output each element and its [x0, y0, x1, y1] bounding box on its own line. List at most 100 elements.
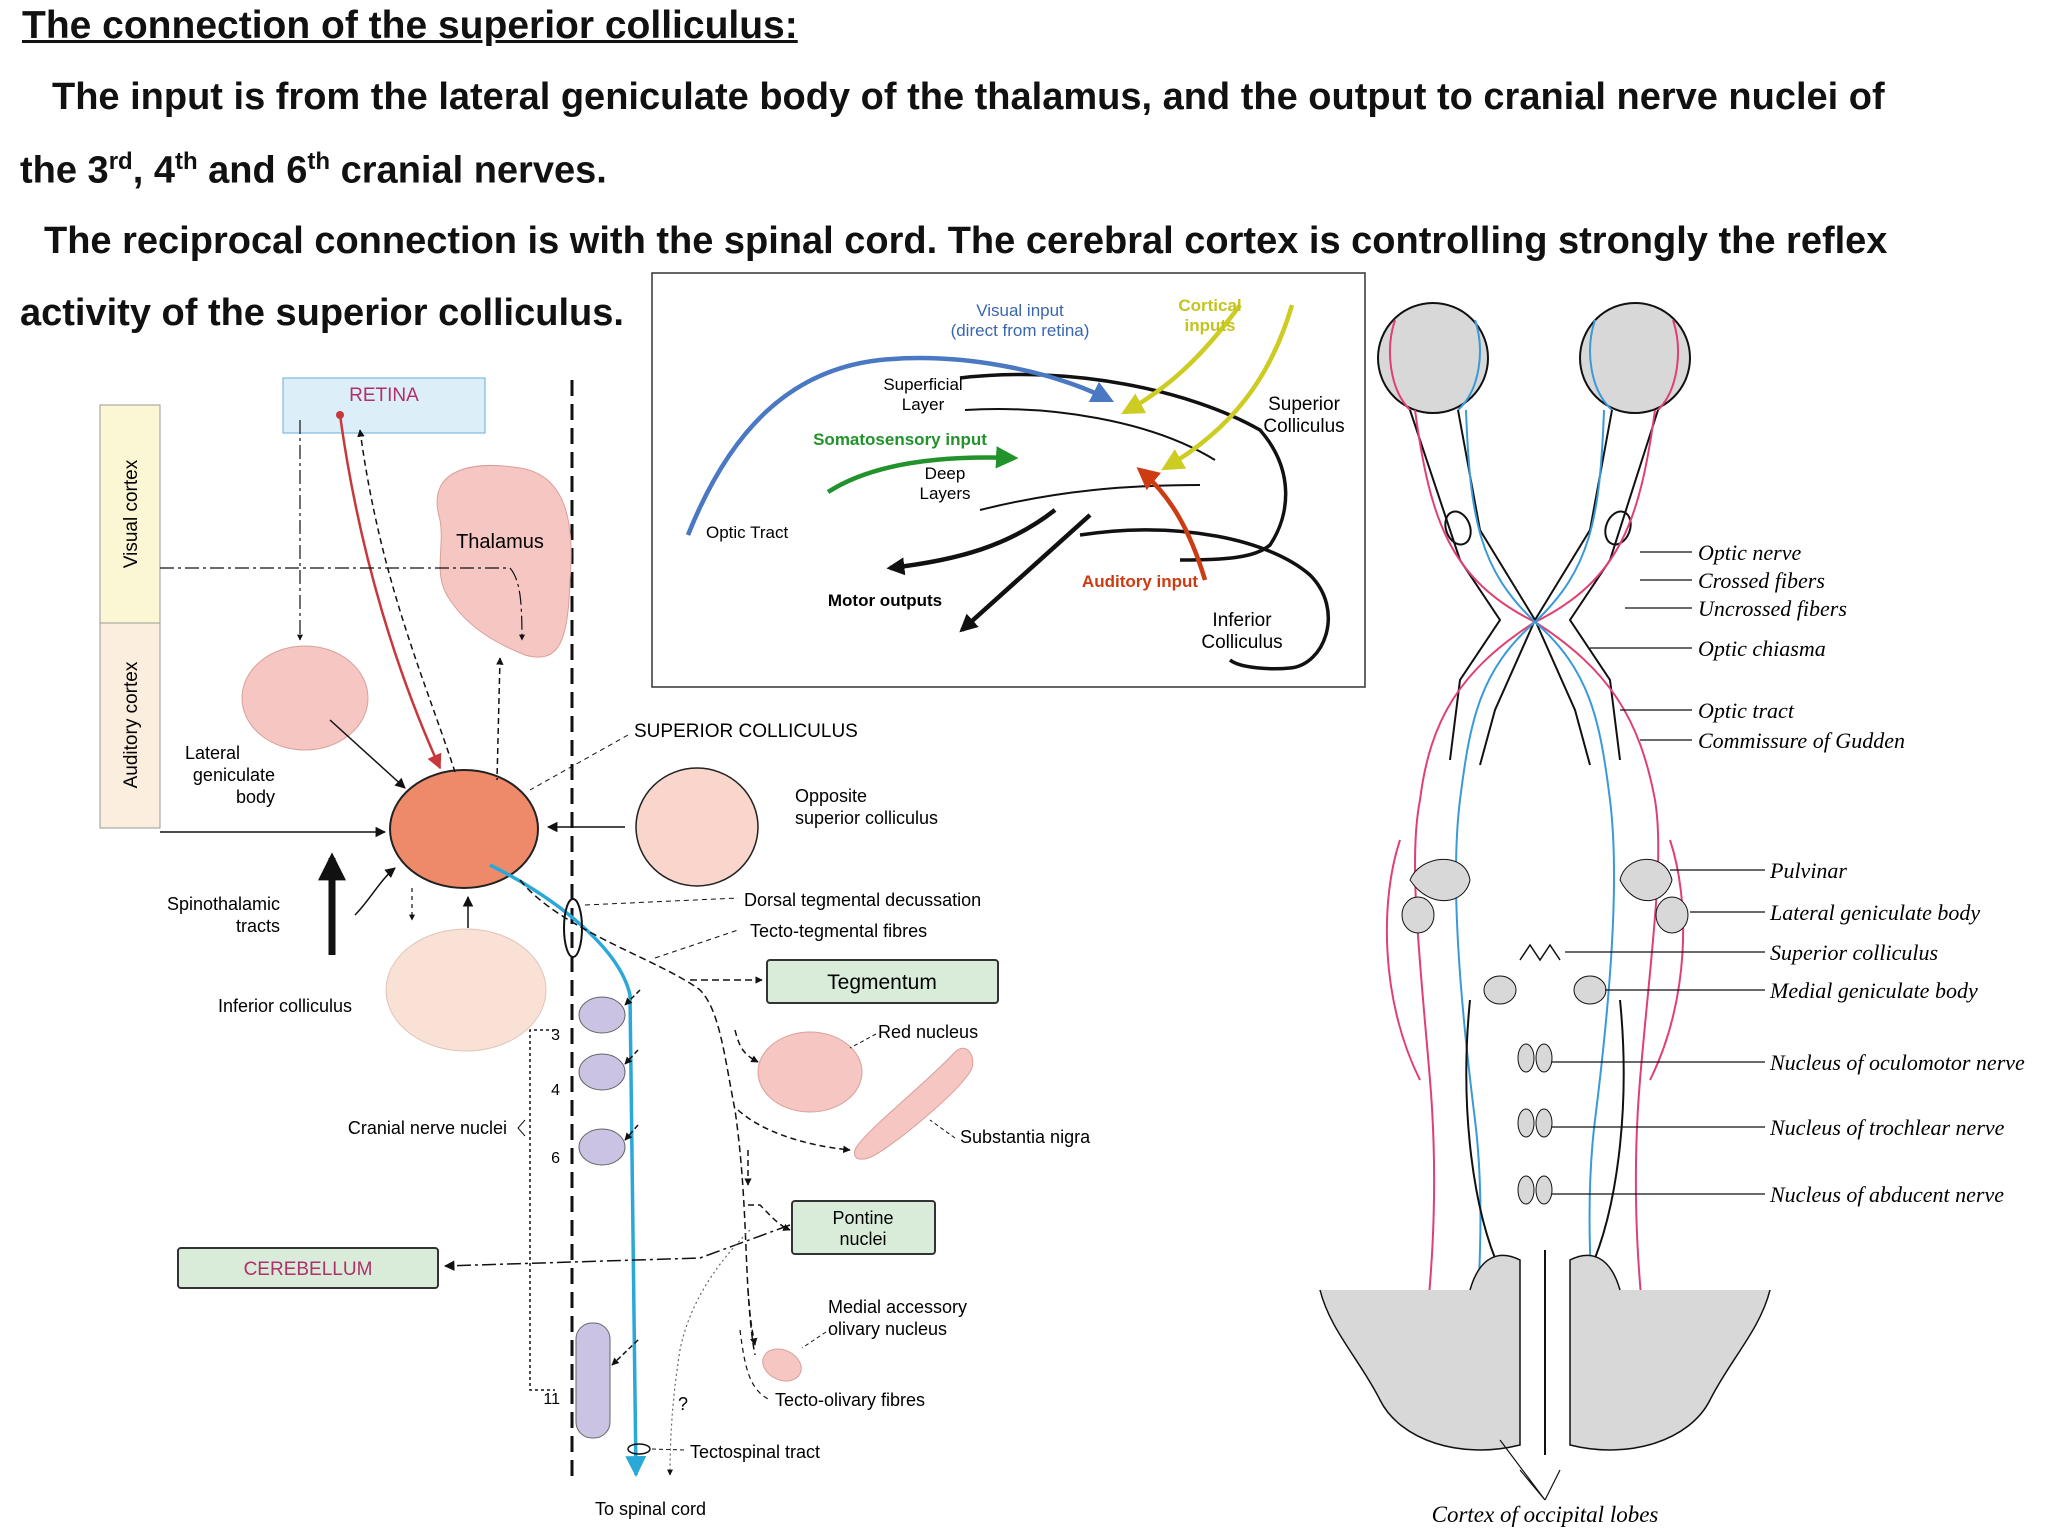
retina-origin-dot [336, 411, 344, 419]
auditory-label: Auditory input [1082, 572, 1198, 591]
spinothalamic-label-2: tracts [236, 916, 280, 936]
to-substantia-arrow [737, 1109, 851, 1154]
inset-diagram: Visual input (direct from retina) Cortic… [651, 272, 1366, 688]
right-occipital-cortex [1569, 1254, 1771, 1451]
label-mgb: Medial geniculate body [1769, 978, 1978, 1003]
left-eye-retina-blue [1457, 319, 1481, 411]
olivary-label-2: olivary nucleus [828, 1319, 947, 1339]
sc-to-retina-dashed [357, 429, 456, 773]
lgb-to-sc-arrow [329, 719, 406, 789]
tecto-tegmental-label: Tecto-tegmental fibres [750, 921, 927, 941]
auditory-arrow [1136, 467, 1208, 581]
thalamus-to-sc [496, 657, 504, 781]
left-diagram: Visual cortex Auditory cortex RETINA Tha… [99, 377, 1091, 1519]
question-label: ? [678, 1394, 688, 1414]
label-abducent: Nucleus of abducent nerve [1769, 1182, 2004, 1207]
cranial-bracket [529, 1029, 555, 1391]
cortex-leaders [1499, 1439, 1561, 1501]
inset-ic-label-1: Inferior [1212, 610, 1272, 631]
cranial-nerve-label: Cranial nerve nuclei [348, 1118, 507, 1138]
paragraph1-line2: the 3rd, 4th and 6th cranial nerves. [20, 148, 607, 193]
deep-label-2: Layers [919, 484, 970, 503]
nerve-num-11: 11 [543, 1391, 560, 1408]
oculomotor-r [1535, 1043, 1553, 1073]
superficial-label-2: Layer [902, 395, 945, 414]
paragraph2-line1: The reciprocal connection is with the sp… [44, 220, 1888, 262]
red-nucleus-label: Red nucleus [878, 1022, 978, 1042]
nerve-nucleus-3 [578, 996, 626, 1034]
p1-text-d: cranial nerves. [330, 149, 607, 192]
visual-cortex-label: Visual cortex [121, 459, 142, 568]
to-olivary-arrow [747, 1289, 758, 1346]
visual-cortex-to-thalamus [160, 567, 525, 641]
tectospinal-leader [651, 1448, 685, 1451]
deep-label-1: Deep [925, 464, 966, 483]
oculomotor-l [1517, 1043, 1535, 1073]
visual-input-label-1: Visual input [976, 301, 1064, 320]
dorsal-tegmental-leader [584, 897, 739, 906]
label-uncrossed-fibers: Uncrossed fibers [1698, 596, 1847, 621]
left-eye-retina-red [1389, 319, 1411, 411]
auditory-cortex-box [99, 622, 161, 829]
to-red-nucleus-arrow [734, 1029, 759, 1063]
retina-to-sc-arrow [338, 414, 442, 770]
superficial-label-1: Superficial [883, 375, 962, 394]
sc-mark [1519, 943, 1561, 962]
left-lgb [1401, 896, 1435, 934]
auditory-cortex-label: Auditory cortex [121, 661, 142, 788]
occipital-cortex-label: Cortex of occipital lobes [1432, 1502, 1659, 1527]
abducent-l [1517, 1175, 1535, 1205]
superior-colliculus-shape [389, 769, 539, 889]
p1-text-b: , 4 [132, 149, 175, 192]
visual-cortex-box [99, 404, 161, 624]
thalamus-shape [436, 465, 572, 658]
left-nerve-cut [1444, 510, 1472, 546]
inset-ic-label-2: Colliculus [1201, 632, 1282, 653]
label-optic-tract: Optic tract [1698, 698, 1795, 723]
right-eye-retina-red [1657, 319, 1679, 411]
inset-sc-label-2: Colliculus [1263, 416, 1344, 437]
left-optic-outline [1409, 409, 1537, 766]
inferior-colliculus-shape [385, 928, 547, 1052]
lgb-label-1: Lateral [185, 743, 240, 763]
uncrossed-fiber-1 [1465, 409, 1616, 1381]
retina-box [282, 377, 486, 434]
nerve-nucleus-11 [575, 1322, 611, 1439]
olivary-nucleus-shape [762, 1348, 802, 1382]
right-mgb [1573, 975, 1607, 1005]
crossed-fiber-1 [1414, 409, 1660, 1381]
right-lgb [1655, 896, 1689, 934]
substantia-nigra-label: Substantia nigra [960, 1127, 1091, 1147]
p1-text-c: and 6 [197, 149, 308, 192]
nerve-num-4: 4 [551, 1082, 560, 1099]
superior-colliculus-label: SUPERIOR COLLICULUS [634, 721, 858, 742]
olivary-leader [801, 1331, 827, 1349]
cerebellum-box [177, 1247, 439, 1289]
cortical-label-2: inputs [1185, 316, 1236, 335]
motor-output-arrow-1 [886, 508, 1057, 576]
red-nucleus-leader [849, 1033, 877, 1049]
spino-to-sc [354, 867, 396, 916]
p1-sup-th-1: th [174, 148, 198, 175]
label-crossed-fibers: Crossed fibers [1698, 568, 1825, 593]
tectospinal-tract-line [489, 863, 647, 1478]
page-heading: The connection of the superior colliculu… [22, 4, 798, 47]
midbrain-outline [1465, 999, 1625, 1291]
cranial-brace-tip [517, 1119, 526, 1137]
opposite-sc-label-2: superior colliculus [795, 808, 938, 828]
p1-sup-th-2: th [307, 148, 331, 175]
somatosensory-label: Somatosensory input [813, 430, 987, 449]
visual-input-label-2: (direct from retina) [951, 321, 1090, 340]
lateral-geniculate-shape [241, 645, 369, 751]
pontine-to-cerebellum [443, 1224, 791, 1271]
pontine-label-2: nuclei [839, 1229, 886, 1249]
deep-layer-line [979, 484, 1201, 511]
substantia-nigra-shape [853, 1047, 974, 1160]
trochlear-r [1535, 1108, 1553, 1138]
decussation-ellipse [563, 898, 583, 958]
to-pontine-arrow [748, 1204, 791, 1231]
right-nerve-cut [1604, 510, 1632, 546]
to-spinal-label: To spinal cord [595, 1499, 706, 1519]
right-leader-lines [1552, 551, 1765, 1195]
pontine-label-1: Pontine [832, 1208, 893, 1228]
